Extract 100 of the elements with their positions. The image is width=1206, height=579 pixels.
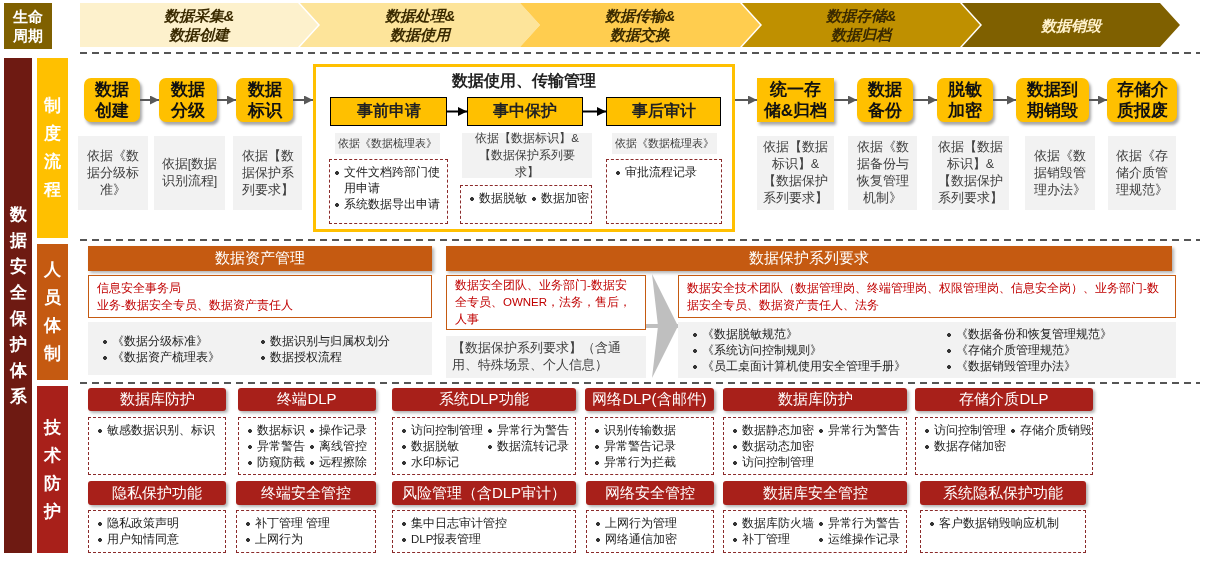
- basis-box: 依据【数据标识】&【数据保护系列要求】: [932, 136, 1009, 210]
- basis-box: 依据《数据销毁管理办法》: [1025, 136, 1095, 210]
- list-item: 识别传输数据: [594, 422, 676, 438]
- process-box: 统一存储&归档: [757, 78, 834, 122]
- reference-box: [88, 322, 432, 375]
- frame-title: 数据使用、传输管理: [452, 71, 596, 91]
- basis-box: 依据【数据标识】&【数据保护系列要求】: [462, 133, 592, 178]
- list-item: 数据静态加密: [732, 422, 814, 438]
- stage-band: 数据采集&数据创建: [80, 3, 318, 47]
- function-header: 隐私保护功能: [88, 481, 226, 505]
- list-item: 防窥防截: [247, 454, 305, 470]
- basis-box: 依据《存储介质管理规范》: [1108, 136, 1176, 210]
- basis-box: 依据《数据梳理表》: [335, 133, 440, 154]
- step-box: 事后审计: [606, 97, 721, 126]
- chevron-arrow: [646, 274, 678, 378]
- list-item: 异常行为警告: [818, 515, 900, 531]
- list-item: 集中日志审计管控: [401, 515, 507, 531]
- process-box: 脱敏加密: [937, 78, 993, 122]
- list-item: 文件文档跨部门使用申请: [334, 164, 443, 196]
- list-item: 访问控制管理: [732, 454, 814, 470]
- arrow: [1088, 95, 1108, 105]
- function-header: 数据库防护: [88, 388, 226, 411]
- list-item: 数据加密: [531, 190, 589, 206]
- list-item: 网络通信加密: [595, 531, 677, 547]
- item-list-box: [392, 510, 576, 553]
- basis-box: 依据【数据标识】&【数据保护系列要求】: [757, 136, 834, 210]
- section-bar: 制度流程: [37, 58, 68, 238]
- list-item: 数据脱敏: [469, 190, 527, 206]
- process-box: 数据分级: [159, 78, 217, 122]
- item-list-box: [238, 417, 376, 475]
- arrow: [292, 95, 314, 105]
- process-box: 数据备份: [857, 78, 913, 122]
- item-list-box: [723, 417, 907, 475]
- role-box: 数据安全技术团队（数据管理岗、终端管理岗、权限管理岗、信息安全岗）、业务部门-数据安全专员、数据资产责任人、法务: [678, 275, 1176, 318]
- list-item: 异常警告: [247, 438, 305, 454]
- basis-box: 依据【数据保护系列要求】: [233, 136, 302, 210]
- item-list-box: [88, 417, 226, 475]
- list-item: 数据流转记录: [487, 438, 569, 454]
- list-item: 数据识别与归属权划分: [260, 332, 390, 349]
- basis-box: 依据《数据备份与恢复管理机制》: [848, 136, 917, 210]
- arrow: [582, 107, 607, 116]
- role-text: 业务-数据安全专员、数据资产责任人: [97, 297, 293, 313]
- item-list-box: [915, 417, 1093, 475]
- basis-box: 【数据保护系列要求】（含通用、特殊场景、个人信息）: [446, 336, 646, 378]
- list-item: 数据库防火墙: [732, 515, 814, 531]
- basis-box: 依据[数据识别流程]: [154, 136, 225, 210]
- arrow: [216, 95, 237, 105]
- list-item: 异常行为拦截: [594, 454, 676, 470]
- function-header: 终端DLP: [238, 388, 376, 411]
- basis-box: 依据《数据梳理表》: [612, 133, 717, 154]
- arrow: [734, 95, 758, 105]
- process-box: 存储介质报废: [1107, 78, 1177, 122]
- stage-band: 数据处理&数据使用: [300, 3, 540, 47]
- item-list-box: [723, 510, 907, 553]
- list-item: 数据存储加密: [924, 438, 1006, 454]
- section-bar: 技术防护: [37, 386, 68, 553]
- stage-band: 数据销毁: [962, 3, 1180, 47]
- item-list-box: [392, 417, 576, 475]
- list-item: 异常行为警告: [487, 422, 569, 438]
- item-list-box: [329, 159, 448, 224]
- section-header: 数据保护系列要求: [446, 246, 1172, 271]
- step-box: 事前申请: [330, 97, 447, 126]
- item-list-box: [606, 159, 722, 224]
- list-item: 客户数据销毁响应机制: [929, 515, 1059, 531]
- list-item: 系统数据导出申请: [334, 196, 443, 212]
- function-header: 网络DLP(含邮件): [585, 388, 714, 411]
- list-item: 远程擦除: [309, 454, 367, 470]
- arrow: [446, 107, 468, 116]
- item-list-box: [236, 510, 376, 553]
- process-frame: [313, 64, 735, 232]
- function-header: 网络安全管控: [586, 481, 714, 505]
- role-box: [88, 275, 432, 318]
- lifecycle-label: 生命周期: [4, 3, 52, 49]
- process-box: 数据创建: [84, 78, 140, 122]
- process-box: 数据标识: [236, 78, 293, 122]
- list-item: 用户知情同意: [97, 531, 179, 547]
- section-header: 数据资产管理: [88, 246, 432, 271]
- arrow: [833, 95, 858, 105]
- step-box: 事中保护: [467, 97, 583, 126]
- list-item: 操作记录: [309, 422, 367, 438]
- list-item: 隐私政策声明: [97, 515, 179, 531]
- function-header: 风险管理（含DLP审计）: [392, 481, 576, 505]
- item-list-box: [586, 510, 714, 553]
- list-item: 访问控制管理: [401, 422, 483, 438]
- list-item: 离线管控: [309, 438, 367, 454]
- process-box: 数据到期销毁: [1016, 78, 1089, 122]
- section-bar: 数据安全保护体系: [4, 58, 32, 553]
- list-item: 敏感数据识别、标识: [97, 422, 215, 438]
- function-header: 系统隐私保护功能: [920, 481, 1086, 505]
- list-item: 异常警告记录: [594, 438, 676, 454]
- arrow: [912, 95, 938, 105]
- list-item: 上网行为管理: [595, 515, 677, 531]
- section-bar: 人员体制: [37, 244, 68, 380]
- arrow: [992, 95, 1017, 105]
- basis-box: 依据《数据分级标准》: [78, 136, 148, 210]
- list-item: 补丁管理 管理: [245, 515, 331, 531]
- role-text: 信息安全事务局: [97, 280, 181, 296]
- list-item: 数据动态加密: [732, 438, 814, 454]
- item-list-box: [460, 185, 592, 224]
- stage-band: 数据传输&数据交换: [520, 3, 760, 47]
